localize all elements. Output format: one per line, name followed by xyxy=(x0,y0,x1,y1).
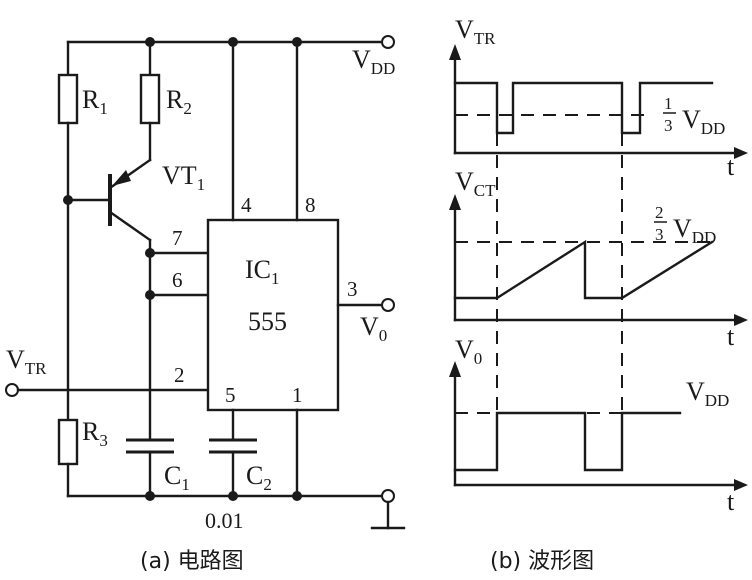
vo-axis-label: V0 xyxy=(455,335,482,368)
pin-number: 3 xyxy=(347,277,358,301)
vdd-level-label: VDD xyxy=(686,377,729,410)
svg-text:1: 1 xyxy=(664,94,673,113)
vo-label: V0 xyxy=(360,312,387,345)
junction-dot xyxy=(145,491,155,501)
ic1-label: IC1 xyxy=(245,255,280,288)
r3-resistor xyxy=(57,418,79,466)
ground-symbol xyxy=(370,500,406,530)
time-axis-label: t xyxy=(727,322,735,351)
r2-label: R2 xyxy=(166,85,192,118)
r1-resistor xyxy=(57,73,79,125)
vtr-trace xyxy=(453,81,714,135)
vtr-waveform-plot: VTR t 1 3 VDD xyxy=(449,15,748,181)
svg-text:2: 2 xyxy=(655,203,664,222)
vdd-label: VDD xyxy=(352,45,395,78)
ic1-555-chip xyxy=(206,218,340,412)
r3-label: R3 xyxy=(82,417,108,450)
circuit-caption: (a) 电路图 xyxy=(140,549,244,574)
junction-dot xyxy=(228,491,238,501)
junction-dot xyxy=(145,248,155,258)
junction-dot xyxy=(145,290,155,300)
pin-number: 1 xyxy=(292,383,303,407)
vct-axis-label: VCT xyxy=(455,167,496,200)
vtr-axis-label: VTR xyxy=(455,15,496,48)
output-terminal xyxy=(381,298,395,312)
r1-label: R1 xyxy=(82,85,108,118)
pin-number: 8 xyxy=(305,193,316,217)
time-axis-label: t xyxy=(727,487,735,516)
ic1-part-number: 555 xyxy=(248,307,287,336)
c2-capacitor xyxy=(209,438,257,498)
svg-text:VDD: VDD xyxy=(682,105,725,138)
junction-dot xyxy=(292,491,302,501)
c1-label: C1 xyxy=(164,461,190,494)
vtr-input-terminal xyxy=(5,383,19,397)
svg-text:VDD: VDD xyxy=(673,214,716,247)
vt1-transistor xyxy=(66,158,152,255)
vdd-terminal xyxy=(381,35,395,49)
pin-number: 2 xyxy=(174,363,185,387)
one-third-vdd-label: 1 3 VDD xyxy=(663,94,725,138)
c2-value: 0.01 xyxy=(205,508,244,533)
waveform-caption: (b) 波形图 xyxy=(490,549,594,574)
pin-number: 5 xyxy=(225,383,236,407)
vt1-label: VT1 xyxy=(162,161,205,194)
pin-number: 4 xyxy=(241,193,252,217)
r2-resistor xyxy=(139,73,161,125)
waveform-diagram: VTR t 1 3 VDD VCT t 2 3 xyxy=(449,15,748,574)
vct-trace xyxy=(453,239,714,300)
vct-waveform-plot: VCT t 2 3 VDD xyxy=(449,167,748,351)
time-axis-label: t xyxy=(727,152,735,181)
pin-number: 7 xyxy=(172,226,183,250)
svg-text:3: 3 xyxy=(664,116,673,135)
vtr-input-label: VTR xyxy=(6,345,47,378)
two-thirds-vdd-label: 2 3 VDD xyxy=(654,203,716,247)
circuit-diagram: VDD R1 R3 R2 VT1 xyxy=(5,35,406,574)
c1-capacitor xyxy=(126,438,174,498)
c2-label: C2 xyxy=(246,461,272,494)
vo-waveform-plot: V0 t VDD xyxy=(449,335,748,516)
pin-number: 6 xyxy=(172,268,183,292)
vo-trace xyxy=(453,411,682,472)
svg-text:3: 3 xyxy=(655,225,664,244)
ground-terminal xyxy=(381,489,395,503)
